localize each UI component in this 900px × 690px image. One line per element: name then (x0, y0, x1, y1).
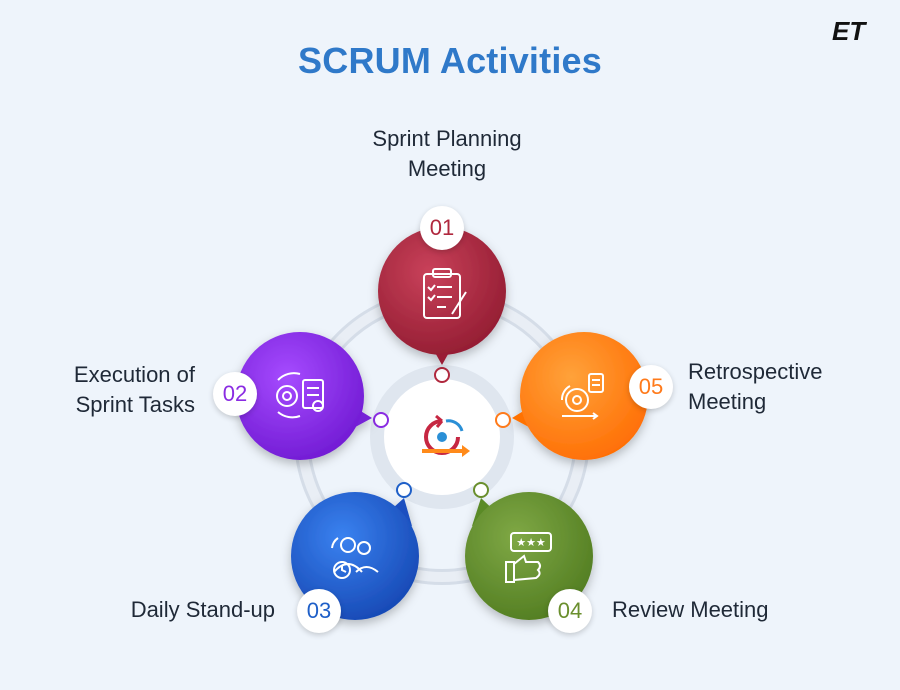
step-2-bubble (236, 332, 372, 460)
thumbs-up-rating-icon: ★★★ (505, 532, 552, 583)
step-2-number: 02 (213, 372, 257, 416)
brand-logo: ET (832, 16, 866, 46)
step-5-bubble (512, 332, 648, 460)
step-2-label: Execution of Sprint Tasks (73, 362, 195, 417)
gear-cycle-icon (561, 373, 604, 420)
step-1-label: Sprint Planning Meeting (372, 126, 522, 181)
clipboard-checklist-icon (423, 268, 467, 319)
step-4-bubble (465, 492, 593, 620)
step-3-bubble (291, 492, 419, 620)
step-3-number: 03 (297, 589, 341, 633)
svg-text:★★★: ★★★ (516, 537, 546, 549)
step-1-number: 01 (420, 206, 464, 250)
gear-document-icon (276, 372, 324, 419)
page-title: SCRUM Activities (298, 40, 602, 81)
step-1-bubble (378, 227, 506, 365)
step-4-label: Review Meeting (612, 597, 769, 622)
step-5-number: 05 (629, 365, 673, 409)
team-clock-icon (331, 537, 379, 579)
step-5-label: Retrospective Meeting (688, 359, 823, 414)
scrum-cycle-icon (422, 414, 470, 457)
step-3-label: Daily Stand-up (130, 597, 275, 622)
step-4-number: 04 (548, 589, 592, 633)
